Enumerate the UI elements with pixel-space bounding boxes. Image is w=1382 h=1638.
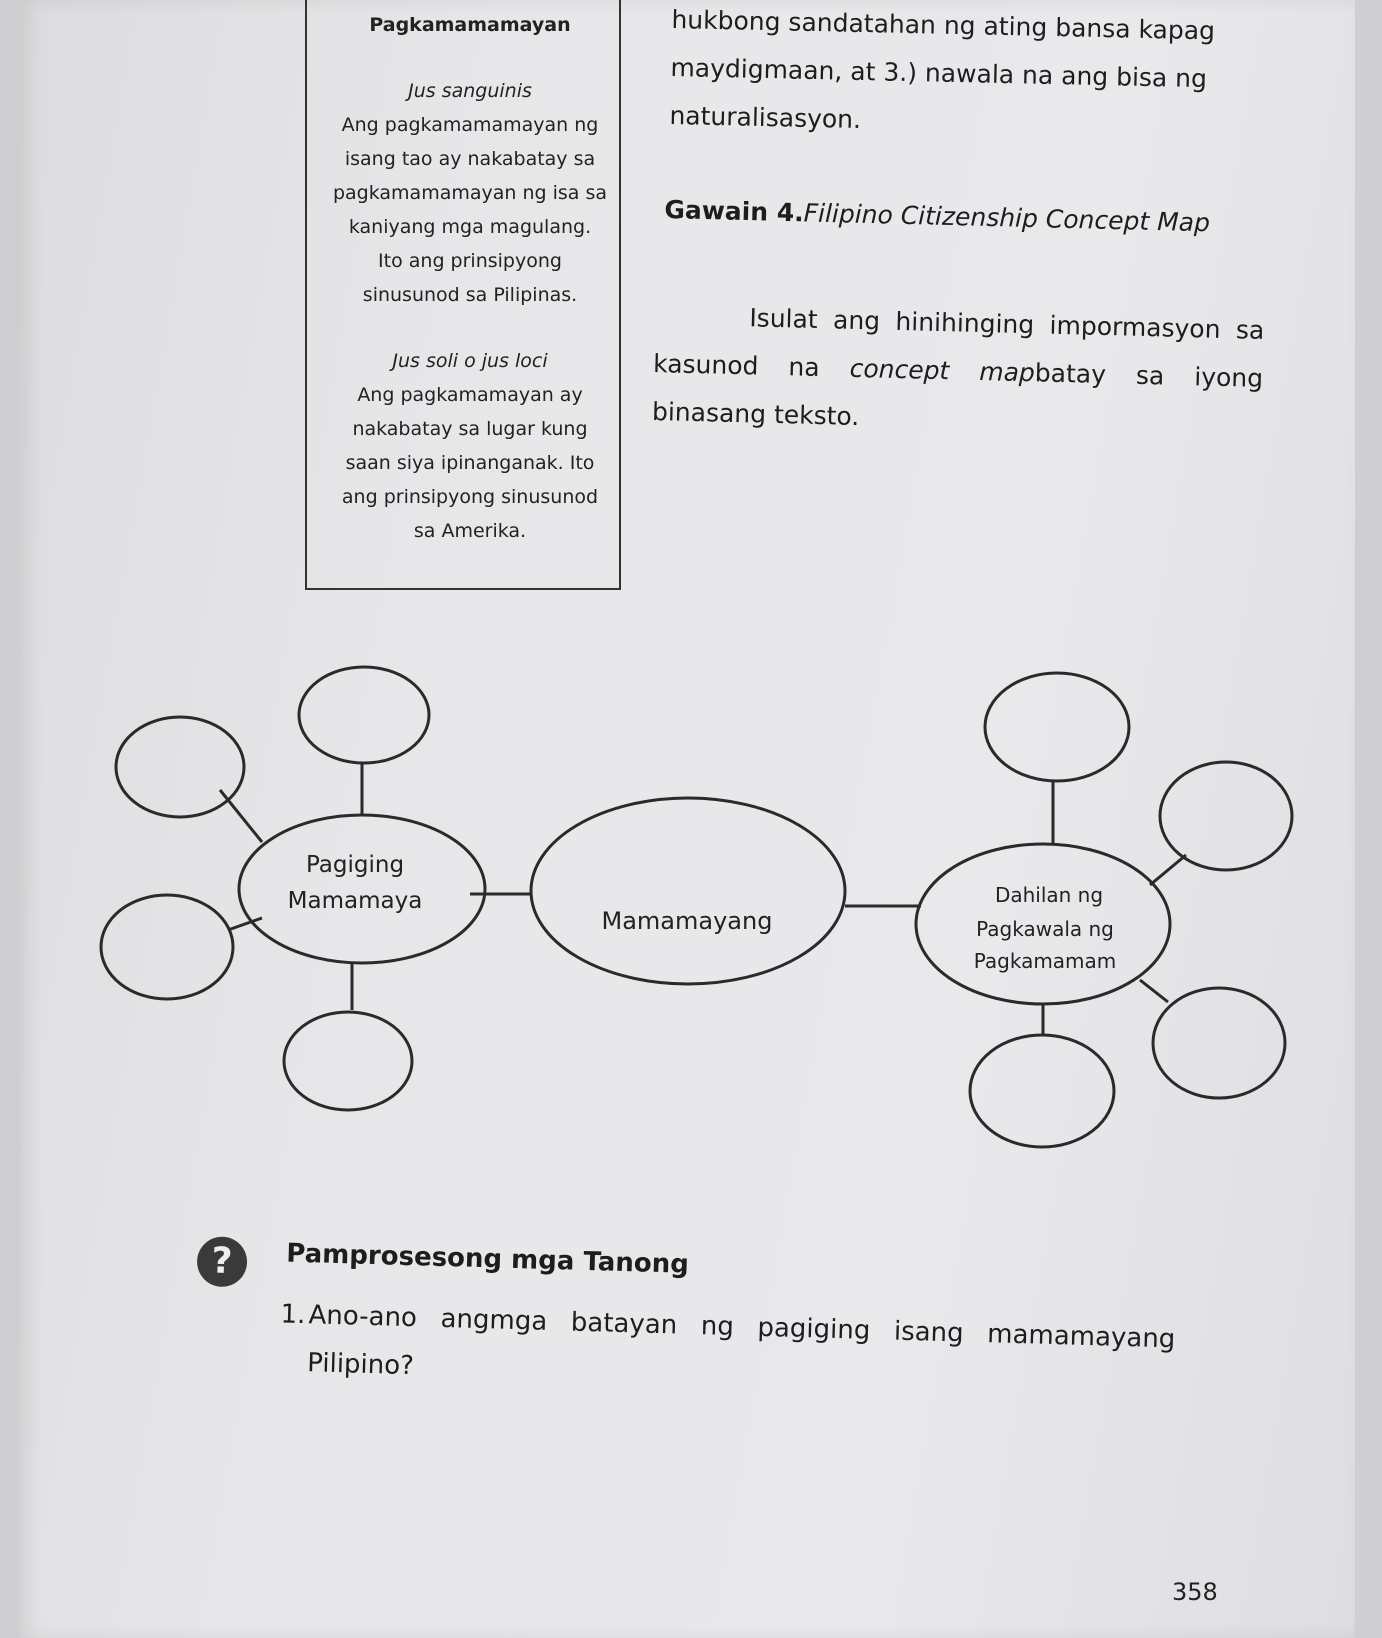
page-number: 358: [1172, 1578, 1218, 1606]
left-main-node: [237, 813, 487, 965]
connector-line: [1139, 978, 1169, 1004]
answer-circle: [114, 715, 246, 819]
answer-circle: [297, 665, 431, 765]
jus-sanguinis-definition: Ang pagkamamamayan ng isang tao ay nakab…: [332, 114, 608, 306]
jus-sanguinis-title: Jus sanguinis: [408, 80, 532, 102]
definition-box: [305, 0, 621, 590]
question-number: 1.: [280, 1299, 306, 1331]
box-heading: Pagkamamamayan: [369, 14, 571, 36]
center-node: [529, 796, 847, 986]
right-node-label-3: Pagkamamam: [974, 949, 1117, 973]
answer-circle: [99, 893, 235, 1001]
center-node-label: Mamamayang: [602, 907, 773, 935]
left-node-label-2: Mamamaya: [288, 888, 423, 914]
answer-circle: [282, 1010, 414, 1112]
answer-circle: [1151, 986, 1287, 1100]
right-main-node: [914, 842, 1172, 1006]
connector-line: [227, 916, 263, 932]
answer-circle: [1158, 760, 1294, 872]
answer-circle: [968, 1033, 1116, 1149]
right-node-label-2: Pagkawala ng: [976, 917, 1114, 941]
jus-soli-title: Jus soli o jus loci: [392, 350, 548, 372]
jus-soli-definition: Ang pagkamamayan ay nakabatay sa lugar k…: [341, 384, 599, 542]
right-node-label-1: Dahilan ng: [995, 883, 1103, 907]
answer-circle: [983, 671, 1131, 783]
connector-line: [1149, 853, 1187, 887]
left-node-label-1: Pagiging: [306, 852, 404, 878]
connector-line: [218, 789, 264, 843]
